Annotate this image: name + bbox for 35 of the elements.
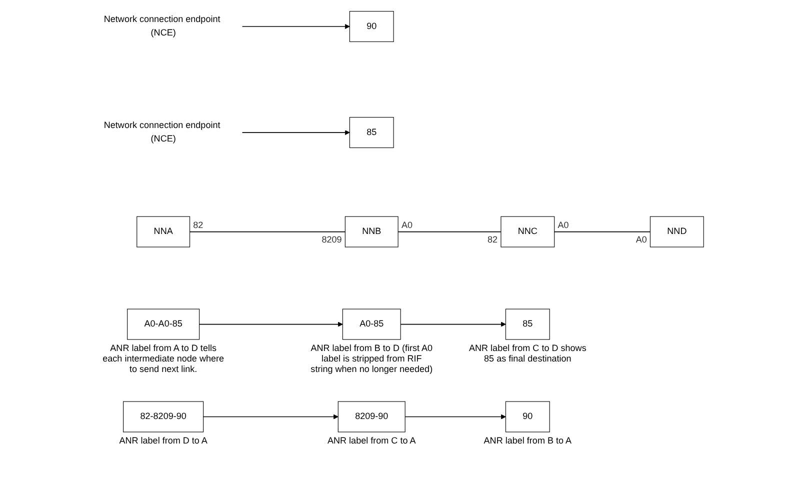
node-box: NNC [500,216,555,248]
arrow [242,24,350,29]
node-text: Network connection endpoint (NCE) [104,120,220,144]
node-box: A0-85 [342,308,401,340]
node-box: A0-A0-85 [127,308,200,340]
arrow [404,414,506,420]
node-box: 85 [349,117,394,148]
connector [189,231,346,232]
description-text: ANR label from C to A [326,435,417,446]
description-text: ANR label from D to A [118,435,208,446]
arrow [202,414,338,420]
connector [398,231,502,232]
node-box: 90 [349,11,394,42]
node-box: 82-8209-90 [123,401,204,432]
description-text: ANR label from B to D (first A0 label is stripped from RIF string when no longer needed) [310,342,434,376]
port-label: A0 [401,220,412,230]
node-box: NND [650,216,704,248]
description-text: ANR label from C to D shows 85 as final destination [468,342,588,365]
arrow [198,322,343,327]
port-label: 82 [488,234,498,244]
arrow [400,322,506,327]
description-text: ANR label from A to D tells each intermediate node where to send next link. [102,342,226,376]
node-box: NNA [136,216,190,248]
arrow [242,130,350,135]
port-label: A0 [636,234,647,244]
node-box: NNB [344,216,398,248]
port-label: A0 [558,220,569,230]
port-label: 8209 [322,234,342,244]
port-label: 82 [193,220,204,230]
connector [554,231,651,232]
node-box: 90 [505,401,550,432]
description-text: ANR label from B to A [482,435,573,446]
node-text: Network connection endpoint (NCE) [104,14,220,38]
node-box: 85 [505,308,550,340]
node-box: 8209-90 [338,401,406,432]
